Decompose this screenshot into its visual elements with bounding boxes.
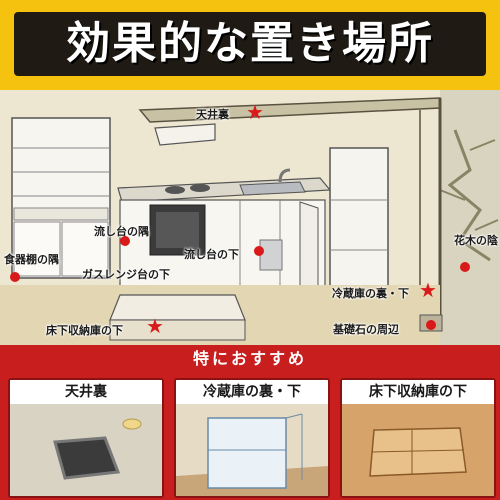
label-ceiling: 天井裏 <box>196 108 229 121</box>
under-sink-marker <box>254 246 264 256</box>
recommend-banner: 特におすすめ <box>192 349 307 368</box>
label-underfloor-storage: 床下収納庫の下 <box>46 324 123 337</box>
sink-corner-marker <box>120 236 130 246</box>
underfloor-star-icon: ★ <box>146 314 164 338</box>
ceiling-hatch-picture <box>10 404 162 496</box>
cupboard-corner-marker <box>10 272 20 282</box>
recommend-panel-underfloor: 床下収納庫の下 <box>340 378 496 498</box>
recommend-panel-fridge: 冷蔵庫の裏・下 <box>174 378 330 498</box>
panel-title: 床下収納庫の下 <box>342 380 494 404</box>
panel-title: 冷蔵庫の裏・下 <box>176 380 328 404</box>
fridge-star-icon: ★ <box>419 278 437 302</box>
label-sink-corner: 流し台の隅 <box>94 225 149 238</box>
page-title: 効果的な置き場所 <box>14 12 486 76</box>
recommend-section: 特におすすめ 天井裏 冷蔵庫の裏・下 床下収納庫の下 <box>0 345 500 500</box>
kitchen-illustration: ★ 天井裏 流し台の隅 食器棚の隅 流し台の下 花木の陰 ガスレンジ台の下 冷蔵… <box>0 90 500 345</box>
header: 効果的な置き場所 <box>0 0 500 93</box>
recommend-panel-ceiling: 天井裏 <box>8 378 164 498</box>
kitchen-drawing <box>0 90 500 345</box>
underfloor-storage-picture <box>342 404 494 496</box>
label-foundation-stone: 基礎石の周辺 <box>333 323 399 336</box>
label-flowerbed-shade: 花木の陰 <box>454 234 498 247</box>
ceiling-star-icon: ★ <box>246 100 264 124</box>
flowerbed-shade-marker <box>460 262 470 272</box>
fridge-picture <box>176 404 328 496</box>
label-under-gas-range: ガスレンジ台の下 <box>82 268 170 281</box>
label-behind-under-fridge: 冷蔵庫の裏・下 <box>332 287 409 300</box>
foundation-stone-marker <box>426 320 436 330</box>
label-cupboard-corner: 食器棚の隅 <box>4 253 59 266</box>
label-under-sink: 流し台の下 <box>184 248 239 261</box>
panel-title: 天井裏 <box>10 380 162 404</box>
